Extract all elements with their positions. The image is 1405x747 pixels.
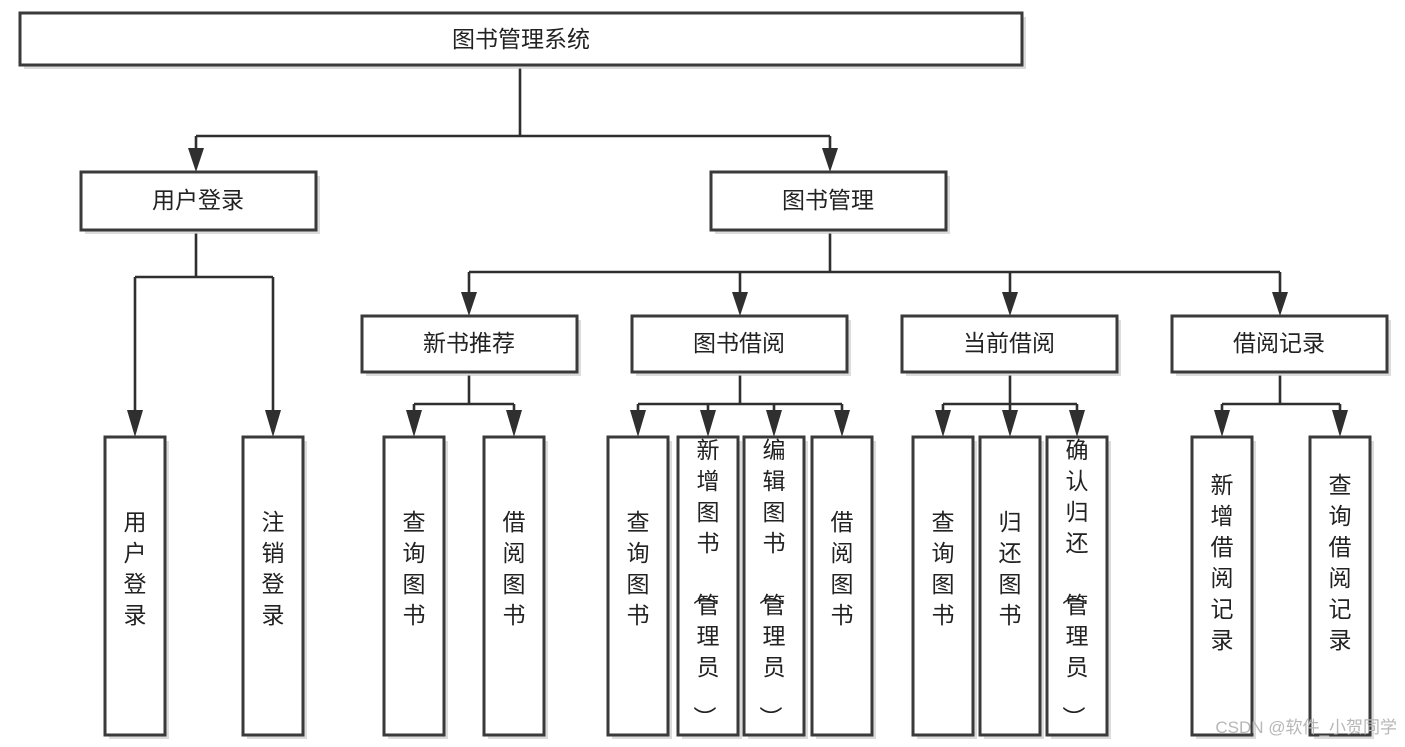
node-leaf-borrow-book-2-label: 借阅图书: [831, 509, 854, 628]
arrow-head-leaf-query-record: [1332, 410, 1348, 437]
node-book-manage-label: 图书管理: [782, 187, 874, 213]
node-current-borrow-label: 当前借阅: [963, 330, 1055, 356]
node-leaf-add-record-box: [1190, 435, 1254, 737]
node-leaf-query-book-1[interactable]: 查询图书: [382, 435, 448, 739]
node-leaf-query-book-3-box: [911, 435, 975, 737]
arrow-head-new-book-rec: [461, 292, 477, 316]
node-leaf-edit-book-box: [742, 435, 806, 737]
node-user-login-label: 用户登录: [152, 187, 244, 213]
node-leaf-borrow-book-1[interactable]: 借阅图书: [482, 435, 548, 739]
arrow-head-current-borrow: [1002, 292, 1018, 316]
node-new-book-rec-label: 新书推荐: [423, 330, 515, 356]
node-leaf-borrow-book-1-label: 借阅图书: [503, 509, 526, 628]
node-leaf-add-book-label: 新增图书（管理员）: [692, 437, 720, 729]
node-leaf-query-book-3[interactable]: 查询图书: [911, 435, 977, 739]
node-leaf-edit-book[interactable]: 编辑图书（管理员）: [742, 435, 808, 739]
node-leaf-query-book-3-label: 查询图书: [932, 509, 955, 628]
node-leaf-add-book-box: [676, 435, 740, 737]
node-borrow-record-label: 借阅记录: [1233, 330, 1325, 356]
node-leaf-query-record-label: 查询借阅记录: [1329, 472, 1352, 653]
arrow-head-book-borrow: [732, 292, 748, 316]
node-borrow-record-box: [1170, 314, 1389, 374]
node-leaf-query-book-2-label: 查询图书: [627, 509, 650, 628]
arrow-head-leaf-query-book-3: [935, 410, 951, 437]
node-root[interactable]: 图书管理系统: [18, 11, 1026, 69]
csdn-watermark: CSDN @软件_小贺同学: [1215, 718, 1397, 737]
node-leaf-query-record[interactable]: 查询借阅记录: [1308, 435, 1374, 739]
node-new-book-rec[interactable]: 新书推荐: [360, 314, 581, 376]
node-leaf-user-login-box: [103, 435, 167, 737]
arrow-head-leaf-edit-book: [766, 410, 782, 437]
node-leaf-add-record-label: 新增借阅记录: [1211, 472, 1234, 653]
node-leaf-return-book-label: 归还图书: [999, 509, 1022, 628]
node-borrow-record[interactable]: 借阅记录: [1170, 314, 1391, 376]
node-leaf-borrow-book-2-box: [810, 435, 874, 737]
node-leaf-logout-box: [241, 435, 305, 737]
arrow-head-leaf-confirm-return: [1069, 410, 1085, 437]
arrow-head-leaf-user-login: [127, 410, 143, 437]
node-leaf-return-book-box: [978, 435, 1042, 737]
node-root-label: 图书管理系统: [452, 26, 590, 52]
node-leaf-add-book[interactable]: 新增图书（管理员）: [676, 435, 742, 739]
node-leaf-add-record[interactable]: 新增借阅记录: [1190, 435, 1256, 739]
node-leaf-user-login-label: 用户登录: [124, 509, 147, 628]
node-leaf-query-book-1-box: [382, 435, 446, 737]
arrow-head-user-login: [188, 148, 204, 172]
node-book-borrow-box: [630, 314, 849, 374]
node-leaf-query-book-2-box: [606, 435, 670, 737]
node-leaf-edit-book-label: 编辑图书（管理员）: [758, 437, 786, 729]
arrow-head-leaf-query-book-2: [630, 410, 646, 437]
node-leaf-logout[interactable]: 注销登录: [241, 435, 307, 739]
node-leaf-query-book-1-label: 查询图书: [403, 509, 426, 628]
arrow-head-leaf-query-book-1: [406, 410, 422, 437]
connector-layer: [127, 68, 1348, 437]
node-root-box: [18, 11, 1024, 67]
node-book-borrow-label: 图书借阅: [693, 330, 785, 356]
arrow-head-leaf-add-book: [700, 410, 716, 437]
node-leaf-user-login[interactable]: 用户登录: [103, 435, 169, 739]
node-current-borrow-box: [900, 314, 1119, 374]
arrow-head-leaf-add-record: [1214, 410, 1230, 437]
arrow-head-leaf-logout: [265, 410, 281, 437]
node-user-login-box: [79, 170, 318, 232]
node-leaf-return-book[interactable]: 归还图书: [978, 435, 1044, 739]
node-leaf-borrow-book-2[interactable]: 借阅图书: [810, 435, 876, 739]
node-user-login[interactable]: 用户登录: [79, 170, 320, 234]
node-book-manage[interactable]: 图书管理: [709, 170, 950, 234]
node-leaf-logout-label: 注销登录: [262, 509, 285, 628]
node-leaf-borrow-book-1-box: [482, 435, 546, 737]
node-new-book-rec-box: [360, 314, 579, 374]
arrow-head-leaf-return-book: [1002, 410, 1018, 437]
arrow-head-leaf-borrow-book-1: [506, 410, 522, 437]
node-book-manage-box: [709, 170, 948, 232]
node-leaf-confirm-return-box: [1045, 435, 1109, 737]
arrow-head-leaf-borrow-book-2: [834, 410, 850, 437]
arrow-head-borrow-record: [1272, 292, 1288, 316]
node-leaf-confirm-return-label: 确认归还（管理员）: [1061, 437, 1089, 729]
node-current-borrow[interactable]: 当前借阅: [900, 314, 1121, 376]
node-book-borrow[interactable]: 图书借阅: [630, 314, 851, 376]
node-leaf-query-record-box: [1308, 435, 1372, 737]
arrow-head-book-manage: [822, 148, 838, 172]
node-leaf-confirm-return[interactable]: 确认归还（管理员）: [1045, 435, 1111, 739]
node-leaf-query-book-2[interactable]: 查询图书: [606, 435, 672, 739]
